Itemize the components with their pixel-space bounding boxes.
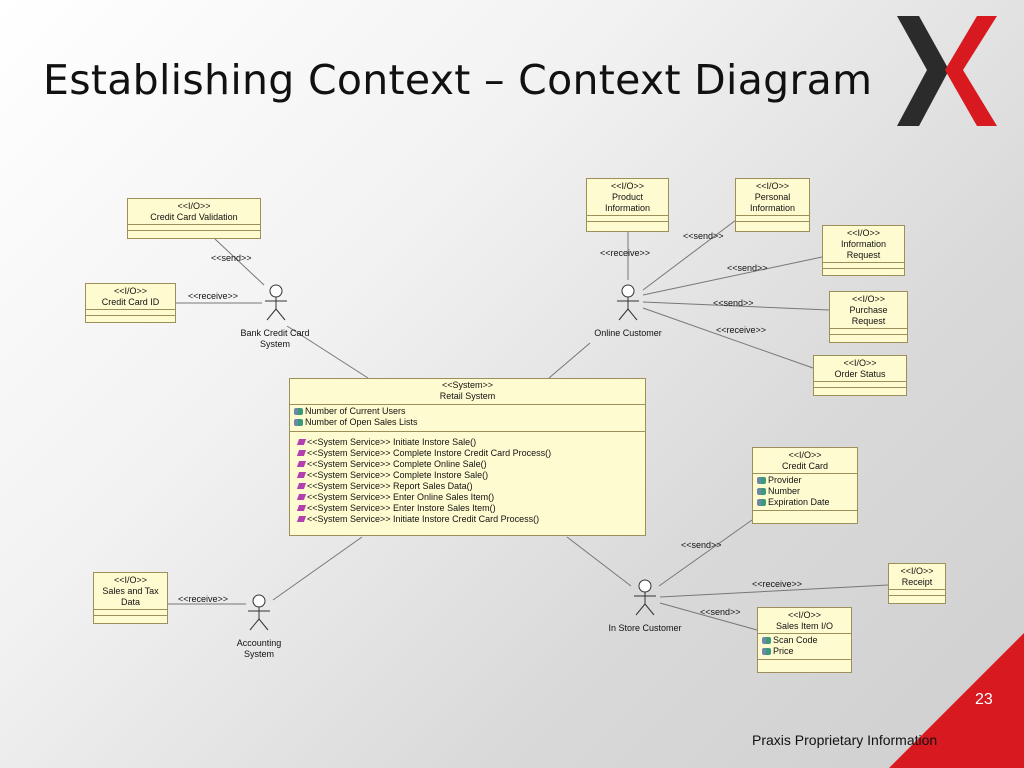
credit-card-attribute: Provider <box>753 475 857 486</box>
operation-icon <box>296 494 307 500</box>
retail-operation: <<System Service>> Initiate Instore Sale… <box>290 437 645 448</box>
attribute-icon <box>757 499 766 506</box>
label-send: <<send>> <box>683 231 724 241</box>
box-retail-system: <<System>>Retail System Number of Curren… <box>289 378 646 536</box>
label-send: <<send>> <box>700 607 741 617</box>
retail-operation: <<System Service>> Report Sales Data() <box>290 481 645 492</box>
retail-attribute: Number of Current Users <box>290 406 645 417</box>
box-credit-card-validation: <<I/O>>Credit Card Validation <box>127 198 261 239</box>
sales-item-attribute: Price <box>758 646 851 657</box>
operation-icon <box>296 450 307 456</box>
box-credit-card-id: <<I/O>>Credit Card ID <box>85 283 176 323</box>
operation-icon <box>296 439 307 445</box>
operation-icon <box>296 483 307 489</box>
retail-operation: <<System Service>> Complete Instore Cred… <box>290 448 645 459</box>
page-number: 23 <box>975 691 993 708</box>
attribute-icon <box>294 408 303 415</box>
operation-icon <box>296 472 307 478</box>
label-receive: <<receive>> <box>188 291 239 301</box>
actor-instore-name: In Store Customer <box>608 623 682 633</box>
actor-accounting-figure <box>248 594 270 631</box>
corner-accent <box>889 633 1024 768</box>
credit-card-attribute: Number <box>753 486 857 497</box>
box-sales-item-io: <<I/O>>Sales Item I/O Scan Code Price <box>757 607 852 673</box>
retail-operation: <<System Service>> Complete Instore Sale… <box>290 470 645 481</box>
box-credit-card: <<I/O>>Credit Card Provider Number Expir… <box>752 447 858 524</box>
box-receipt: <<I/O>>Receipt <box>888 563 946 604</box>
operation-icon <box>296 516 307 522</box>
actor-instore-figure <box>634 579 656 616</box>
attribute-icon <box>762 648 771 655</box>
label-receive: <<receive>> <box>716 325 767 335</box>
retail-operation: <<System Service>> Initiate Instore Cred… <box>290 514 645 525</box>
label-send: <<send>> <box>211 253 252 263</box>
credit-card-attribute: Expiration Date <box>753 497 857 508</box>
label-send: <<send>> <box>713 298 754 308</box>
operation-icon <box>296 461 307 467</box>
attribute-icon <box>762 637 771 644</box>
page-title: Establishing Context – Context Diagram <box>43 56 873 104</box>
retail-operation: <<System Service>> Enter Instore Sales I… <box>290 503 645 514</box>
footer-text: Praxis Proprietary Information <box>752 732 938 748</box>
attribute-icon <box>757 477 766 484</box>
label-receive: <<receive>> <box>600 248 651 258</box>
attribute-icon <box>294 419 303 426</box>
actor-online-name: Online Customer <box>594 328 662 338</box>
retail-attribute: Number of Open Sales Lists <box>290 417 645 428</box>
label-receive: <<receive>> <box>752 579 803 589</box>
box-order-status: <<I/O>>Order Status <box>813 355 907 396</box>
label-send: <<send>> <box>727 263 768 273</box>
sales-item-attribute: Scan Code <box>758 635 851 646</box>
label-receive: <<receive>> <box>178 594 229 604</box>
retail-operation: <<System Service>> Complete Online Sale(… <box>290 459 645 470</box>
label-send: <<send>> <box>681 540 722 550</box>
retail-operation: <<System Service>> Enter Online Sales It… <box>290 492 645 503</box>
praxis-logo <box>897 16 997 126</box>
actor-online-figure <box>617 284 639 321</box>
attribute-icon <box>757 488 766 495</box>
operation-icon <box>296 505 307 511</box>
actor-figures <box>248 284 656 631</box>
actor-bank-figure <box>265 284 287 321</box>
